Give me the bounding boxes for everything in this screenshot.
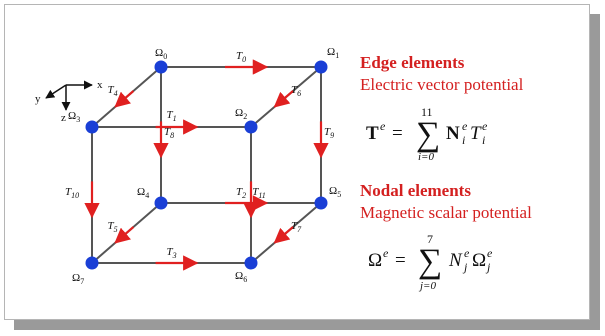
- formula-nodal-lower: j=0: [418, 280, 436, 292]
- formula-nodal-lhs: Ω: [368, 250, 382, 271]
- edge-label: T4: [107, 84, 117, 98]
- formula-nodal-equals: =: [395, 250, 406, 271]
- formula-edge-lhs-sup: e: [380, 119, 386, 133]
- edge-label: T1: [166, 109, 176, 123]
- formula-edge-term2: T: [470, 123, 482, 144]
- formula-edge-term2-sup: e: [482, 119, 488, 133]
- edge-label: T2: [236, 186, 246, 200]
- formula-nodal-lhs-sup: e: [383, 246, 389, 260]
- node-label: Ω5: [329, 185, 341, 199]
- edge-label: T9: [324, 126, 334, 140]
- node-label: Ω1: [327, 46, 339, 60]
- node-dot: [314, 196, 328, 210]
- nodal-elements-heading: Nodal elements: [360, 181, 471, 200]
- axis-triad: x y z: [35, 79, 103, 124]
- node-label: Ω4: [137, 186, 149, 200]
- formula-edge-lower: i=0: [418, 151, 434, 163]
- formula-edge-sum: ∑: [416, 116, 440, 153]
- axis-z-label: z: [61, 112, 66, 124]
- node-dot: [85, 256, 99, 270]
- formula-edge-equals: =: [392, 123, 403, 144]
- edge-label: T11: [252, 186, 266, 200]
- cube-nodes: [85, 60, 328, 270]
- formula-nodal-upper: 7: [427, 232, 433, 246]
- edge-elements-heading: Edge elements: [360, 53, 465, 72]
- node-label: Ω6: [235, 270, 247, 284]
- formula-nodal-term2-sub: j: [485, 260, 491, 274]
- formula-nodal-sum: ∑: [418, 243, 442, 280]
- node-label: Ω0: [155, 47, 167, 61]
- nodal-elements-subtitle: Magnetic scalar potential: [360, 203, 532, 222]
- node-dot: [244, 256, 258, 270]
- edge-label: T0: [236, 50, 246, 64]
- edge-label: T7: [291, 220, 302, 234]
- edge-label: T8: [164, 126, 174, 140]
- formula-nodal-term1: N: [448, 250, 463, 271]
- formula-nodal-term2-sup: e: [487, 246, 493, 260]
- node-dot: [154, 60, 168, 74]
- edge-arrow: [273, 226, 294, 244]
- formula-nodal-term1-sup: e: [464, 246, 470, 260]
- node-label: Ω7: [72, 272, 84, 286]
- edge-elements-subtitle: Electric vector potential: [360, 75, 524, 94]
- figure-panel: [4, 4, 590, 320]
- node-label: Ω2: [235, 107, 247, 121]
- node-label: Ω3: [68, 110, 80, 124]
- edge-label: T6: [291, 84, 301, 98]
- edge-arrows: [84, 59, 329, 271]
- formula-edge-term1-sub: i: [462, 133, 465, 147]
- edge-label: T5: [107, 220, 117, 234]
- edge-label: T10: [65, 186, 79, 200]
- node-dot: [314, 60, 328, 74]
- edge-arrow: [114, 90, 135, 108]
- axis-x-label: x: [97, 79, 103, 91]
- formula-edge-term2-sub: i: [482, 133, 485, 147]
- formula-edge-term1: N: [446, 123, 460, 144]
- edge-label: T3: [166, 246, 176, 260]
- formula-edge-upper: 11: [421, 105, 433, 119]
- formula-nodal-term2: Ω: [472, 250, 486, 271]
- axis-y-label: y: [35, 93, 41, 105]
- node-dot: [154, 196, 168, 210]
- formula-edge-term1-sup: e: [462, 119, 468, 133]
- formula-nodal-term1-sub: j: [462, 260, 468, 274]
- node-dot: [85, 120, 99, 134]
- edge-arrow: [273, 90, 294, 108]
- node-dot: [244, 120, 258, 134]
- edge-arrow: [114, 226, 135, 244]
- formula-edge-lhs: T: [366, 123, 379, 144]
